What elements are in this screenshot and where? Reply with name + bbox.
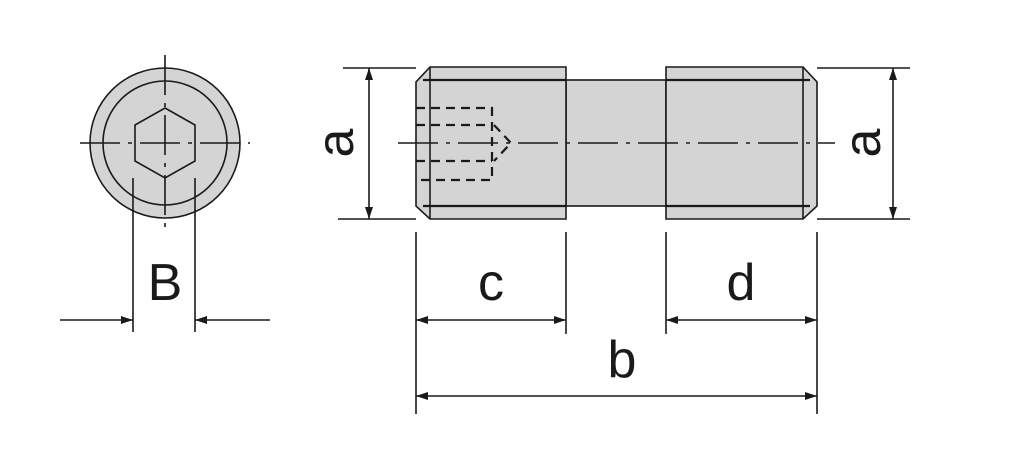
dimension-c: c	[415, 232, 567, 414]
dimension-b: b	[416, 331, 817, 400]
dimension-a-left: a	[307, 67, 416, 220]
end-view	[80, 55, 250, 230]
label-b: b	[608, 331, 637, 389]
dimension-a-right: a	[817, 67, 910, 220]
label-a-right: a	[834, 128, 892, 157]
label-d: d	[727, 254, 756, 312]
hex-socket-hidden-lines	[416, 106, 513, 182]
label-a-left: a	[307, 128, 365, 157]
dimension-d: d	[665, 232, 818, 414]
label-B: B	[148, 254, 183, 312]
dimension-B: B	[60, 178, 270, 332]
side-view	[398, 66, 835, 220]
label-c: c	[478, 254, 504, 312]
